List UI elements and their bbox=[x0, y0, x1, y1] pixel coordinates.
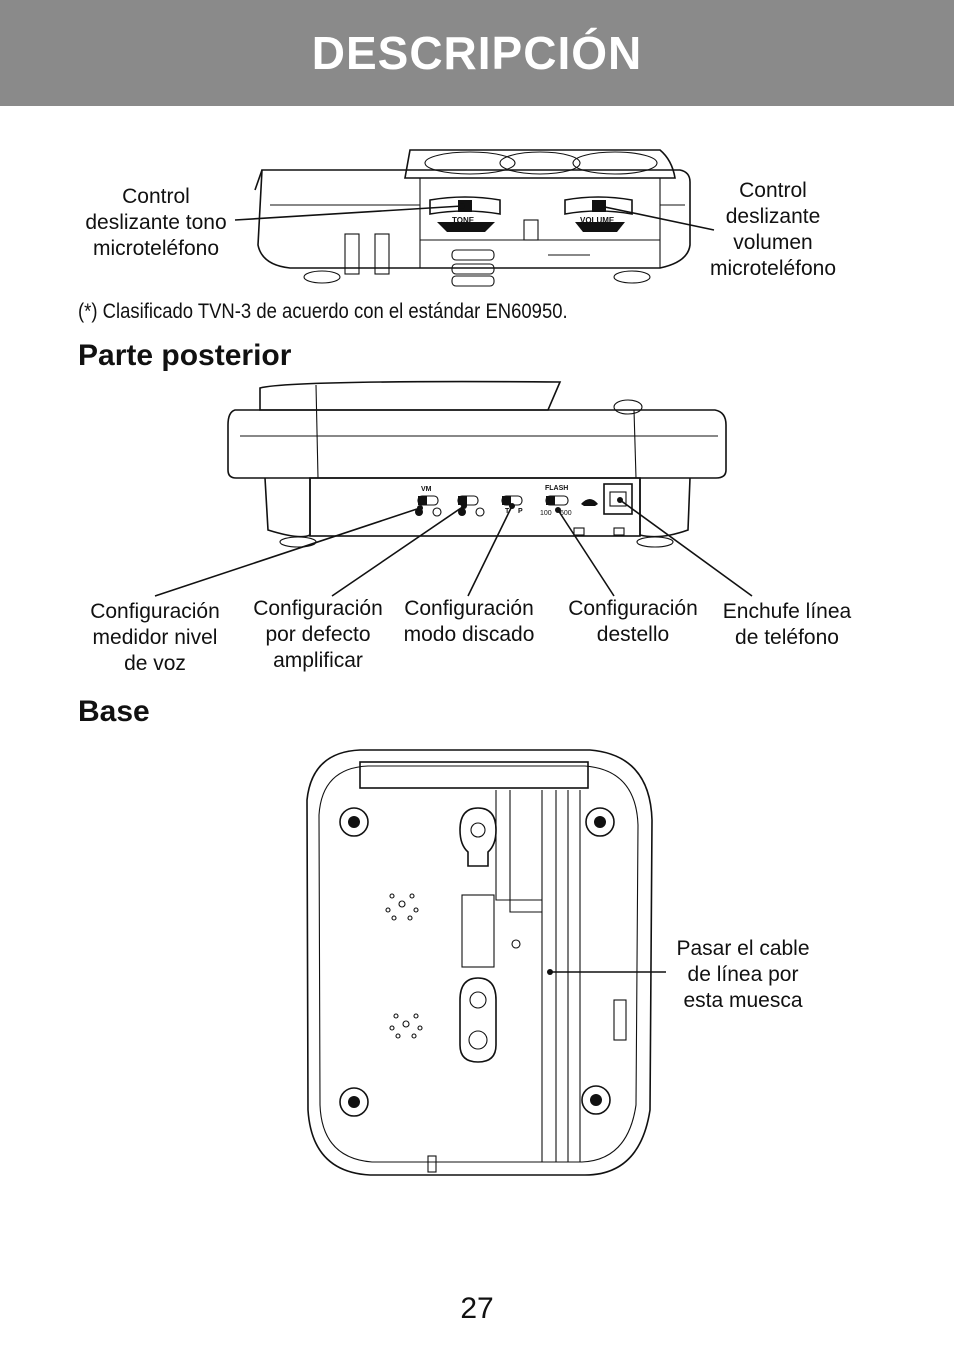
flash-switch-label: FLASH bbox=[545, 485, 569, 492]
label-tone-slider: Control deslizante tono microteléfono bbox=[85, 185, 227, 260]
vm-switch-label: VM bbox=[421, 486, 432, 493]
label-phone-jack: Enchufe línea de teléfono bbox=[722, 600, 852, 649]
base-heading: Base bbox=[78, 695, 150, 728]
flash-600-label: 600 bbox=[560, 510, 572, 517]
flash-100-label: 100 bbox=[540, 510, 552, 517]
dial-t-label: T bbox=[505, 508, 510, 515]
label-cable-notch: Pasar el cable de línea por esta muesca bbox=[676, 937, 810, 1012]
label-amplify-default: Configuración por defecto amplificar bbox=[253, 597, 383, 672]
phone-base-view bbox=[306, 749, 666, 1176]
label-dial-mode: Configuración modo discado bbox=[403, 597, 535, 646]
label-volume-slider: Control deslizante volumen microteléfono bbox=[709, 179, 837, 280]
label-voice-meter: Configuración medidor nivel de voz bbox=[90, 600, 220, 675]
dial-p-label: P bbox=[518, 508, 523, 515]
label-flash: Configuración destello bbox=[568, 597, 698, 646]
phone-top-view bbox=[234, 149, 715, 287]
page-title: DESCRIPCIÓN bbox=[311, 27, 643, 79]
tone-slider-label: TONE bbox=[452, 216, 475, 225]
phone-rear-view bbox=[154, 380, 753, 597]
standard-note: (*) Clasificado TVN-3 de acuerdo con el … bbox=[78, 300, 568, 323]
page-header: DESCRIPCIÓN bbox=[0, 0, 954, 106]
page-number: 27 bbox=[460, 1292, 494, 1325]
rear-heading: Parte posterior bbox=[78, 339, 292, 372]
volume-slider-label: VOLUME bbox=[580, 216, 615, 225]
